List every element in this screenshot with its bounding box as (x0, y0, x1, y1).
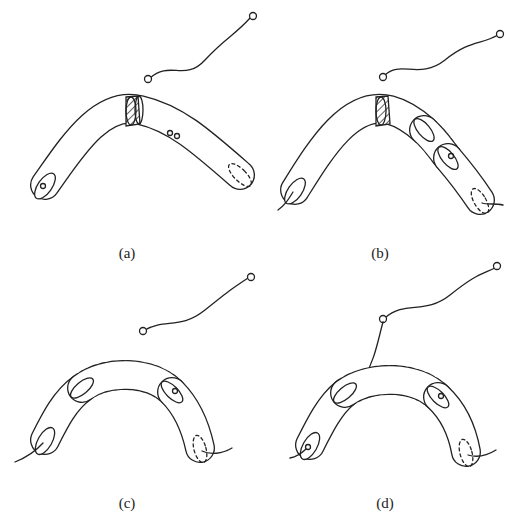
panel-label: (b) (371, 245, 389, 262)
panel-label: (c) (119, 495, 136, 512)
panel-label: (a) (119, 245, 136, 262)
panel-label: (d) (376, 495, 394, 512)
